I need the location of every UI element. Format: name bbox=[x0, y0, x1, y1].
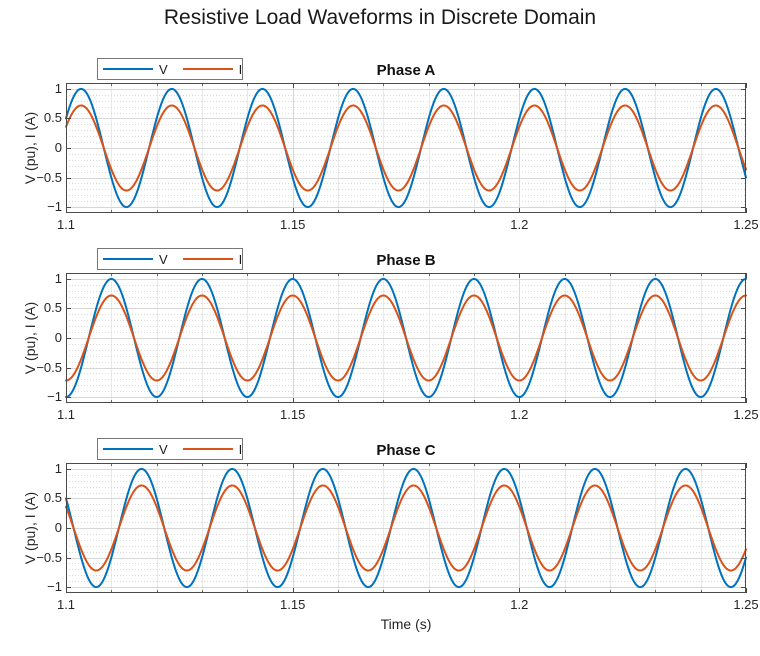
y-tick-label: 1 bbox=[54, 270, 62, 286]
subplot-title: Phase B bbox=[376, 252, 436, 269]
y-tick-label: −0.5 bbox=[36, 549, 62, 565]
legend-label-i: I bbox=[238, 441, 243, 457]
subplot-title: Phase C bbox=[376, 442, 436, 459]
y-tick-label: 0 bbox=[54, 140, 62, 155]
legend-line-v bbox=[103, 67, 153, 71]
figure-title: Resistive Load Waveforms in Discrete Dom… bbox=[163, 6, 597, 29]
waveform-i bbox=[65, 484, 747, 572]
x-axis-label: Time (s) bbox=[380, 616, 432, 632]
x-tick-label: 1.2 bbox=[510, 597, 529, 612]
legend-line-i bbox=[182, 67, 233, 71]
waveform-i bbox=[65, 104, 747, 192]
y-tick-label: 1 bbox=[54, 80, 62, 96]
legend-line-v bbox=[103, 447, 153, 451]
y-tick-label: −0.5 bbox=[36, 169, 62, 185]
subplot-title: Phase A bbox=[376, 62, 436, 79]
y-tick-label: 0.5 bbox=[43, 110, 62, 126]
waveform-i bbox=[65, 294, 747, 382]
waveform-v bbox=[65, 87, 747, 209]
legend-label-v: V bbox=[159, 61, 168, 77]
x-tick-label: 1.25 bbox=[733, 597, 759, 612]
x-tick-label: 1.2 bbox=[510, 217, 529, 232]
x-tick-label: 1.25 bbox=[733, 217, 759, 232]
legend-label-i: I bbox=[238, 251, 243, 267]
x-tick-label: 1.1 bbox=[56, 217, 76, 232]
y-tick-label: −1 bbox=[47, 579, 62, 595]
y-tick-label: −0.5 bbox=[36, 359, 62, 375]
legend[interactable]: V I bbox=[97, 438, 243, 460]
y-tick-label: 0.5 bbox=[43, 300, 62, 316]
y-tick-label: −1 bbox=[47, 199, 62, 215]
legend-label-i: I bbox=[238, 61, 243, 77]
legend-label-v: V bbox=[159, 251, 168, 267]
y-tick-label: 0 bbox=[54, 330, 62, 345]
x-tick-label: 1.1 bbox=[56, 407, 76, 422]
y-tick-label: 0.5 bbox=[43, 490, 62, 506]
legend[interactable]: V I bbox=[97, 58, 243, 80]
plot-area bbox=[65, 463, 747, 593]
x-tick-label: 1.15 bbox=[280, 217, 306, 232]
y-tick-label: 1 bbox=[54, 460, 62, 476]
plot-area bbox=[65, 83, 747, 213]
legend-line-i bbox=[182, 257, 233, 261]
y-tick-label: −1 bbox=[47, 389, 62, 405]
plot-area bbox=[65, 273, 747, 403]
legend[interactable]: V I bbox=[97, 248, 243, 270]
legend-line-i bbox=[182, 447, 233, 451]
legend-line-v bbox=[103, 257, 153, 261]
legend-label-v: V bbox=[159, 441, 168, 457]
y-tick-label: 0 bbox=[54, 520, 62, 535]
x-tick-label: 1.2 bbox=[510, 407, 529, 422]
x-tick-label: 1.25 bbox=[733, 407, 759, 422]
x-tick-label: 1.15 bbox=[280, 407, 306, 422]
x-tick-label: 1.1 bbox=[56, 597, 76, 612]
waveform-v bbox=[65, 467, 747, 589]
x-tick-label: 1.15 bbox=[280, 597, 306, 612]
